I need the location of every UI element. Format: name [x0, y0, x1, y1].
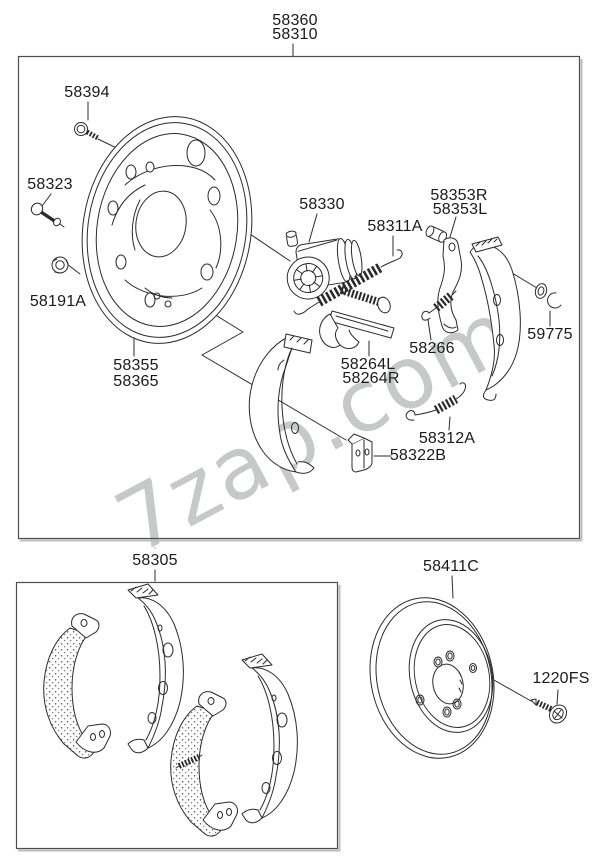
part-label-58264L: 58264L — [340, 356, 396, 373]
part-label-1220FS: 1220FS — [532, 670, 590, 687]
kit-lined-shoe-1 — [43, 613, 111, 759]
part-label-58355: 58355 — [113, 357, 159, 374]
brake-shoe-upper-right — [469, 236, 521, 401]
bracket-58322B — [347, 433, 373, 473]
kit-web-shoe-1 — [127, 583, 184, 754]
part-label-59775: 59775 — [527, 326, 573, 343]
bolt-58394 — [74, 122, 100, 141]
part-label-58311A: 58311A — [367, 218, 423, 235]
shoe-kit-box — [15, 581, 341, 852]
kit-spring — [175, 754, 203, 769]
parking-lever-58353 — [437, 237, 462, 334]
part-label-58411C: 58411C — [422, 558, 480, 575]
kit-web-shoe-2 — [241, 653, 298, 824]
part-label-58330: 58330 — [299, 196, 345, 213]
spring-58266 — [421, 290, 457, 321]
part-label-58365: 58365 — [113, 373, 159, 390]
adjuster-58264 — [319, 286, 395, 350]
part-label-58312A: 58312A — [418, 430, 476, 447]
part-label-58394: 58394 — [64, 84, 110, 101]
part-label-58323: 58323 — [27, 176, 73, 193]
bolt-58323 — [30, 202, 65, 228]
part-label-58266: 58266 — [409, 340, 455, 357]
brake-drum-58411C — [369, 597, 495, 759]
part-label-58322B: 58322B — [389, 447, 447, 464]
screw-1220FS — [530, 698, 568, 724]
plug-58191A — [51, 256, 69, 274]
part-label-58360: 58360 — [272, 12, 318, 29]
lever-pin — [425, 225, 448, 243]
part-label-58310: 58310 — [272, 26, 318, 43]
part-label-58264R: 58264R — [342, 370, 400, 387]
part-label-58191A: 58191A — [29, 293, 87, 310]
leader-lines — [41, 43, 559, 705]
drum-lug-holes — [415, 650, 477, 718]
backing-plate — [81, 116, 253, 344]
spring-58312A — [405, 382, 466, 421]
part-label-58353R: 58353R — [430, 187, 488, 204]
part-label-58305: 58305 — [132, 552, 178, 569]
part-label-58353L: 58353L — [432, 201, 488, 218]
washer-clip-59775 — [534, 283, 562, 309]
rear-brake-assembly-box — [17, 55, 583, 542]
spring-58311A — [293, 249, 403, 315]
kit-lined-shoe-2 — [170, 691, 238, 837]
brake-shoe-upper-center — [248, 333, 315, 474]
